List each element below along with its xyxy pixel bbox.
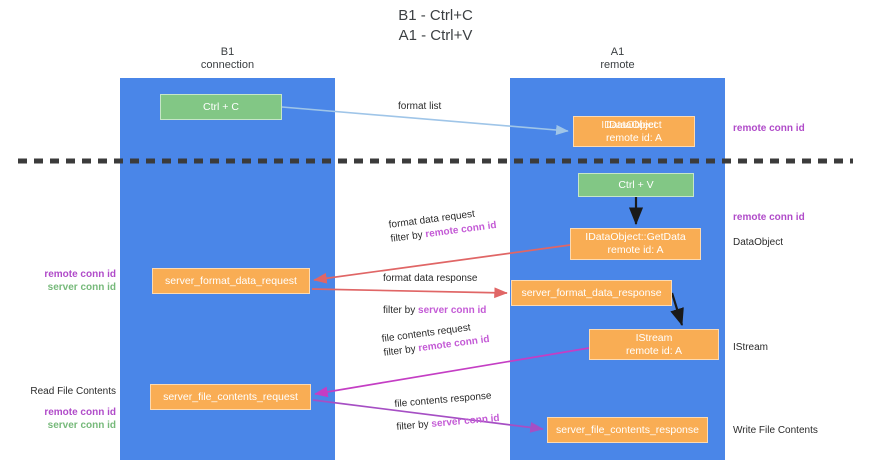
annotation-left-read-file-contents: Read File Contents remote conn id server… [18,385,116,432]
node-server-format-data-request[interactable]: server_format_data_request [152,268,310,294]
node-server-format-data-response[interactable]: server_format_data_response [511,280,672,306]
node-sfdresp-label: server_format_data_response [521,286,662,299]
node-sfcreq-label: server_file_contents_request [163,390,298,403]
annotation-left-2-heading: Read File Contents [30,386,116,397]
annotation-left-1-remote: remote conn id [44,269,116,280]
annotation-right-remote-conn-id-top: remote conn id [733,123,805,134]
node-istream-label: IStream [635,331,673,344]
node-ctrl-v-label: Ctrl + V [618,178,654,191]
edge-label-format-list-text: format list [398,101,442,112]
node-getdata-sublabel: remote id: A [607,244,664,256]
edge-label-format-list: format list [398,100,441,114]
edge-label-fcreq-prefix: filter by [382,343,420,359]
annotation-left-2-remote: remote conn id [44,407,116,418]
annotation-left-conn-ids: remote conn id server conn id [18,268,116,294]
node-idataobject[interactable]: IDataObject IDataObject remote id: A [573,116,695,147]
node-ctrl-c[interactable]: Ctrl + C [160,94,282,120]
title-line-1: B1 - Ctrl+C [398,7,473,24]
edge-label-format-data-request: format data request filter by remote con… [388,205,497,247]
node-idataobject-label-wrap: IDataObject IDataObject [601,118,662,132]
annotation-right-write-file-contents: Write File Contents [733,425,818,436]
annotation-right-dataobject: DataObject [733,237,784,248]
edge-label-fcresp-key: server conn id [430,412,501,430]
diagram-title: B1 - Ctrl+C A1 - Ctrl+V [0,6,871,46]
node-istream[interactable]: IStream remote id: A [589,329,719,360]
edge-label-file-contents-response: file contents response filter by server … [394,389,500,435]
node-ctrl-v[interactable]: Ctrl + V [578,173,694,197]
annotation-right-remote-conn-id-mid: remote conn id [733,212,805,223]
node-istream-sublabel: remote id: A [625,344,683,357]
edge-label-fdreq-prefix: filter by [389,229,427,245]
edge-label-fcresp-line2: filter by server conn id [396,412,500,435]
lane-header-a1: A1 remote [510,46,725,72]
edge-label-fdresp-line1: format data response [383,273,478,284]
lane-header-a1-role: remote [600,59,635,71]
node-server-file-contents-request[interactable]: server_file_contents_request [150,384,311,410]
node-sfdreq-label: server_format_data_request [165,274,297,287]
title-line-2: A1 - Ctrl+V [398,27,473,44]
lane-header-b1-name: B1 [220,46,235,58]
node-idataobject-ghost-label: IDataObject [601,118,657,131]
edge-label-format-data-response: format data response filter by server co… [383,272,486,318]
edge-label-fdresp-key: server conn id [418,305,487,316]
node-sfcresp-label: server_file_contents_response [555,423,699,436]
lane-header-a1-name: A1 [610,46,625,58]
node-getdata-label: IDataObject::GetData [585,231,686,243]
annotation-left-1-server: server conn id [47,282,116,293]
node-ctrl-c-label: Ctrl + C [203,100,239,113]
node-server-file-contents-response[interactable]: server_file_contents_response [547,417,708,443]
node-idataobject-sublabel: remote id: A [605,131,663,144]
node-idataobject-getdata[interactable]: IDataObject::GetData remote id: A [570,228,701,260]
edge-label-fdresp-prefix: filter by [383,305,419,316]
edge-label-file-contents-request: file contents request filter by remote c… [381,319,490,361]
lane-header-b1-role: connection [200,59,255,71]
edge-label-fdresp-line2: filter by server conn id [383,304,486,318]
lane-header-b1: B1 connection [120,46,335,72]
annotation-left-2-server: server conn id [47,420,116,431]
edge-label-fcresp-line1: file contents response [394,390,492,410]
annotation-right-istream: IStream [733,342,769,353]
node-idataobject-label: IDataObject [606,118,662,131]
edge-label-fcresp-prefix: filter by [396,418,432,433]
